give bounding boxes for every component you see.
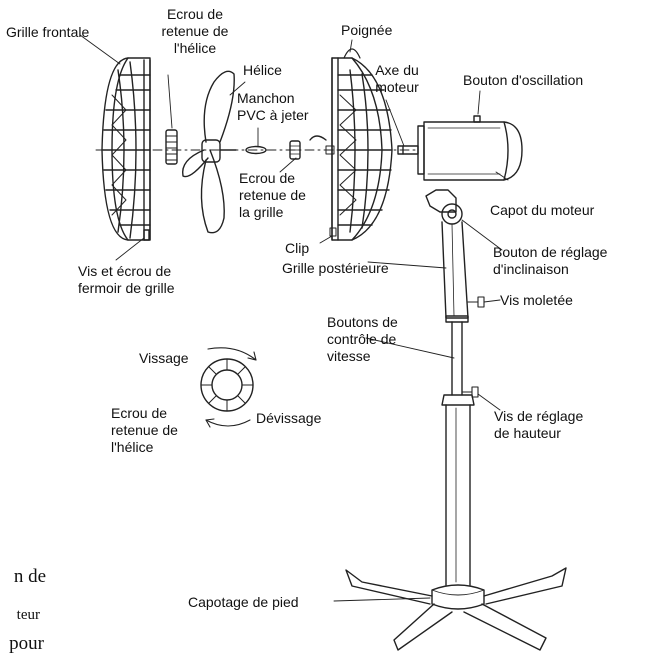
label-vis-ecrou-fermoir: Vis et écrou de fermoir de grille bbox=[78, 263, 175, 296]
vissage-arrow bbox=[207, 347, 257, 361]
label-clip: Clip bbox=[285, 240, 310, 256]
propeller-nut bbox=[165, 129, 178, 165]
label-devissage: Dévissage bbox=[256, 410, 322, 426]
label-vis-moletee: Vis moletée bbox=[500, 292, 573, 308]
label-capotage-pied: Capotage de pied bbox=[188, 594, 299, 610]
motor-housing bbox=[417, 115, 523, 181]
grille-nut bbox=[289, 140, 301, 160]
label-axe-moteur: Axe du moteur bbox=[375, 62, 419, 95]
tilt-bracket bbox=[425, 189, 463, 225]
cropped-text-line-3: pour bbox=[9, 633, 44, 654]
label-vissage: Vissage bbox=[139, 350, 189, 366]
label-vis-hauteur: Vis de réglage de hauteur bbox=[494, 408, 584, 441]
cropped-text-line-1: n de bbox=[13, 566, 46, 587]
label-ecrou-helice-bottom: Ecrou de retenue de l'hélice bbox=[111, 405, 178, 455]
middle-pole bbox=[451, 321, 479, 398]
upper-tube bbox=[441, 221, 485, 323]
label-bouton-oscillation: Bouton d'oscillation bbox=[463, 72, 584, 88]
label-grille-frontale: Grille frontale bbox=[6, 24, 90, 40]
label-boutons-vitesse: Boutons de contrôle de vitesse bbox=[327, 314, 398, 364]
label-bouton-inclinaison: Bouton de réglage d'inclinaison bbox=[493, 244, 608, 277]
label-ecrou-helice-top: Ecrou de retenue de l'hélice bbox=[161, 6, 229, 56]
cropped-text-line-2: teur bbox=[16, 607, 40, 623]
label-ecrou-grille: Ecrou de retenue de la grille bbox=[239, 170, 306, 220]
label-helice: Hélice bbox=[243, 62, 282, 78]
propeller bbox=[181, 70, 237, 234]
lower-tube bbox=[441, 394, 475, 586]
label-poignee: Poignée bbox=[341, 22, 393, 38]
rear-grille bbox=[309, 48, 393, 241]
base-cross bbox=[345, 567, 567, 651]
rotation-nut bbox=[200, 358, 254, 412]
label-manchon-pvc: Manchon PVC à jeter bbox=[237, 90, 309, 123]
label-capot-moteur: Capot du moteur bbox=[490, 202, 595, 218]
front-grille bbox=[101, 57, 151, 241]
devissage-arrow bbox=[205, 419, 251, 427]
label-grille-posterieure: Grille postérieure bbox=[282, 260, 389, 276]
pvc-sleeve bbox=[245, 145, 267, 155]
